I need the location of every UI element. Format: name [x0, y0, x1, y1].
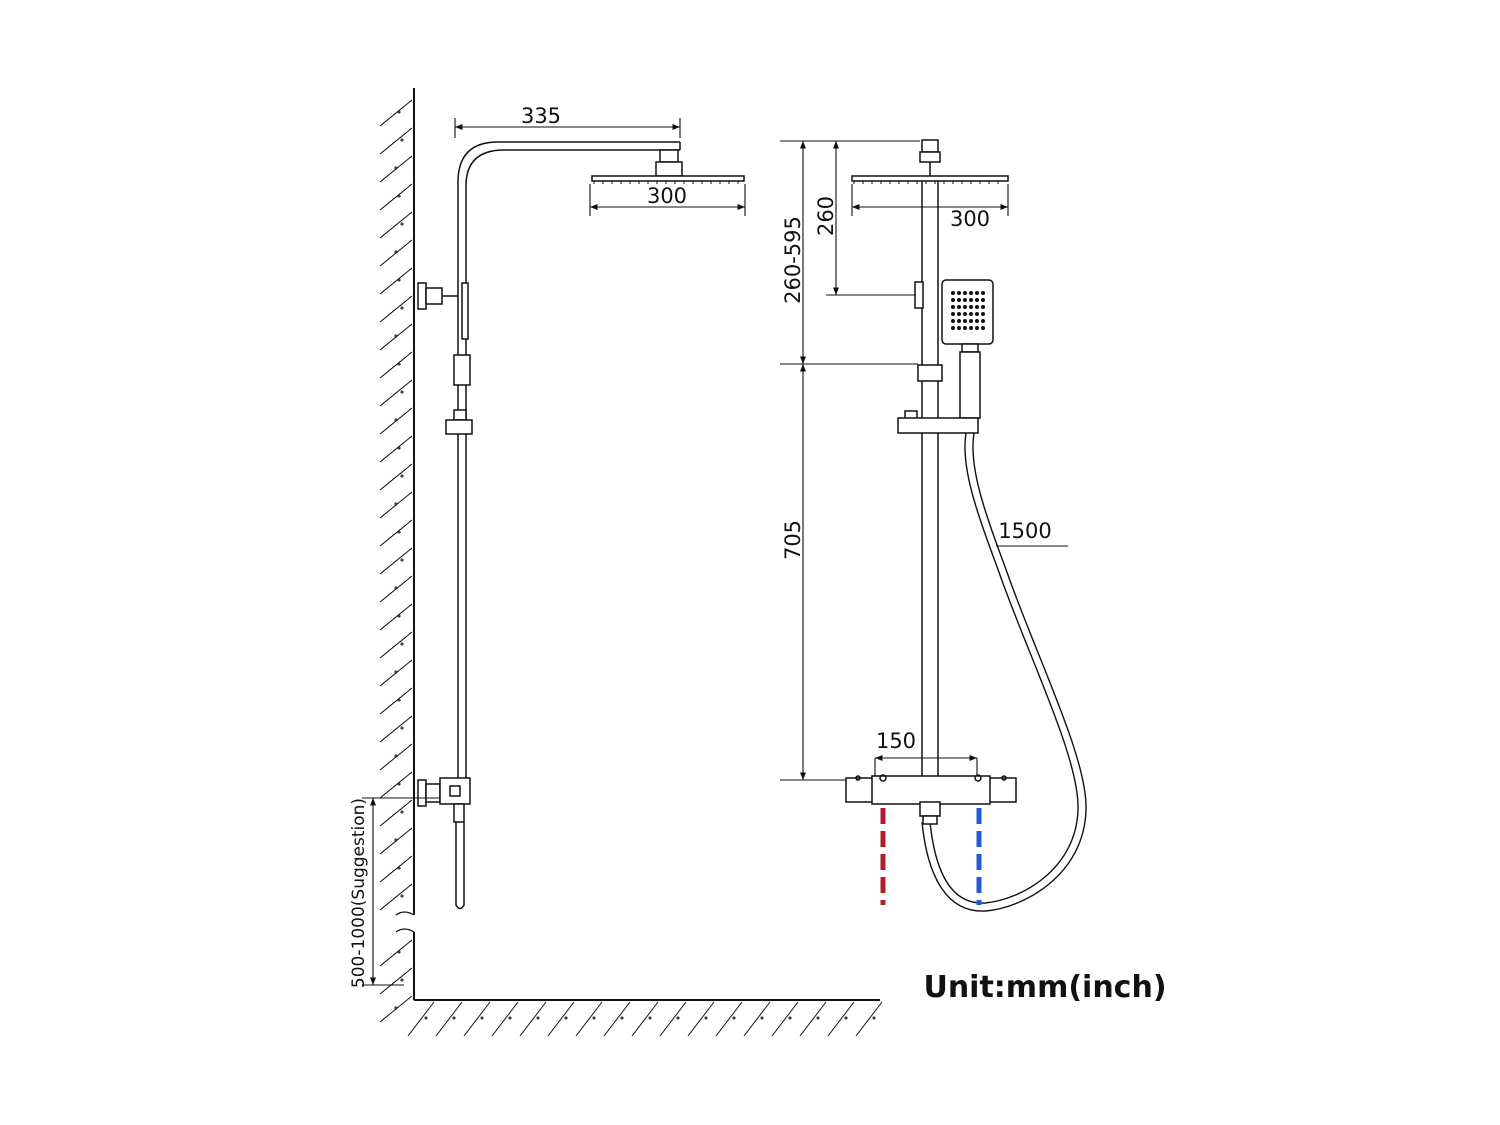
hose-length-label: 1500 — [998, 519, 1051, 543]
floor — [407, 999, 883, 1037]
adjustable-range-label: 260-595 — [781, 216, 805, 304]
arm-length-label: 335 — [521, 104, 561, 128]
unit-label: Unit:mm(inch) — [923, 970, 1166, 1005]
front-view — [845, 139, 1087, 912]
side-view — [417, 141, 745, 910]
bar-height-label: 705 — [781, 520, 805, 560]
head-width-front-label: 300 — [950, 207, 990, 231]
head-width-side-label: 300 — [647, 184, 687, 208]
mount-height-label: 500-1000(Suggestion) — [349, 798, 369, 988]
dimension-lines — [362, 118, 1068, 986]
head-to-holder-label: 260 — [814, 196, 838, 236]
inlet-spacing-label: 150 — [876, 729, 916, 753]
wall — [379, 88, 415, 1023]
